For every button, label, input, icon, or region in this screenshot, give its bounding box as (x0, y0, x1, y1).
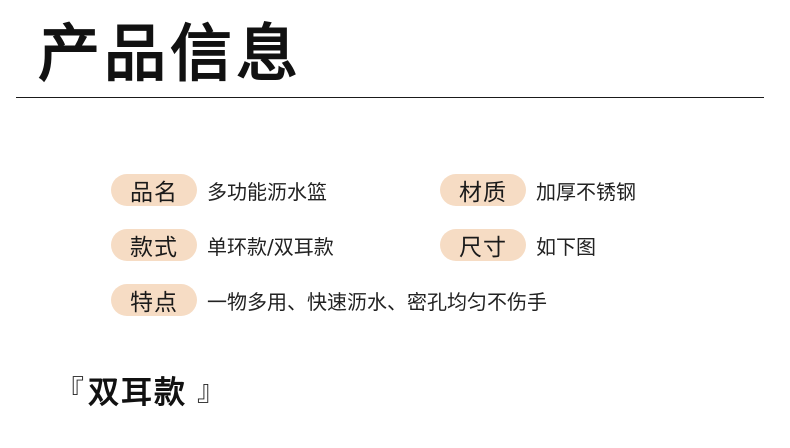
info-value-size: 如下图 (536, 234, 596, 259)
section-open-bracket: 『 (56, 374, 85, 407)
info-value-name: 多功能沥水篮 (207, 179, 327, 204)
info-value-material: 加厚不锈钢 (536, 179, 636, 204)
info-label-material: 材质 (440, 174, 526, 206)
section-heading-text: 双耳款 (88, 374, 188, 411)
section-close-bracket: 』 (197, 374, 226, 407)
page-title: 产品信息 (38, 17, 303, 90)
info-label-name: 品名 (111, 174, 197, 206)
info-value-feature: 一物多用、快速沥水、密孔均匀不伤手 (207, 289, 547, 314)
info-item-size: 尺寸 如下图 (440, 229, 596, 261)
section-heading: 『 双耳款 』 (56, 366, 225, 412)
info-value-style: 单环款/双耳款 (207, 234, 334, 259)
info-label-size: 尺寸 (440, 229, 526, 261)
info-item-name: 品名 多功能沥水篮 (111, 174, 327, 206)
info-label-style: 款式 (111, 229, 197, 261)
info-item-feature: 特点 一物多用、快速沥水、密孔均匀不伤手 (111, 284, 547, 316)
info-label-feature: 特点 (111, 284, 197, 316)
title-divider (16, 97, 764, 98)
info-item-material: 材质 加厚不锈钢 (440, 174, 636, 206)
info-item-style: 款式 单环款/双耳款 (111, 229, 334, 261)
